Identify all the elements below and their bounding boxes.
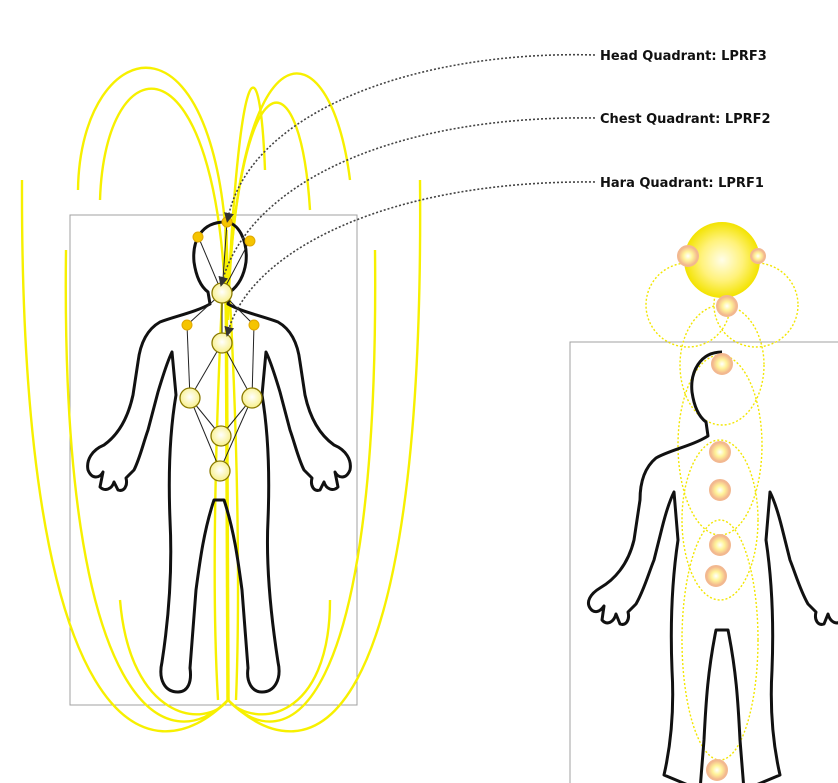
chakra-sacral [706, 566, 726, 586]
chakra-solar [710, 535, 730, 555]
leader-chest [222, 118, 595, 282]
node-torso-left [180, 388, 200, 408]
label-hara-quadrant: Hara Quadrant: LPRF1 [600, 176, 764, 191]
chakra-crown-left [678, 246, 698, 266]
node-shoulder-left [182, 320, 192, 330]
chakra-heart [710, 480, 730, 500]
left-figure-group [22, 55, 595, 732]
node-torso-right [242, 388, 262, 408]
node-shoulder-right [249, 320, 259, 330]
node-head-left [193, 232, 203, 242]
node-hara [210, 461, 230, 481]
chakra-points [678, 246, 765, 780]
right-figure-group [570, 222, 838, 783]
chakra-throat [710, 442, 730, 462]
chakra-head [712, 354, 732, 374]
leader-lines [222, 55, 595, 332]
chakra-crown-right [751, 249, 765, 263]
label-chest-quadrant: Chest Quadrant: LPRF2 [600, 112, 771, 127]
leader-hara [228, 182, 595, 332]
left-field-lines [22, 68, 420, 732]
label-head-quadrant: Head Quadrant: LPRF3 [600, 49, 767, 64]
node-throat [212, 283, 232, 303]
node-head-top [222, 217, 232, 227]
node-head-right [245, 236, 255, 246]
node-heart [212, 333, 232, 353]
field-line-outer-left [22, 180, 228, 731]
field-line-mid-left [120, 600, 228, 714]
chakra-crown-center [717, 296, 737, 316]
chakra-root [707, 760, 727, 780]
field-line-top-loop-2 [100, 89, 226, 320]
field-line-inner-left [66, 250, 228, 722]
node-navel [211, 426, 231, 446]
aura-circles [646, 263, 798, 760]
